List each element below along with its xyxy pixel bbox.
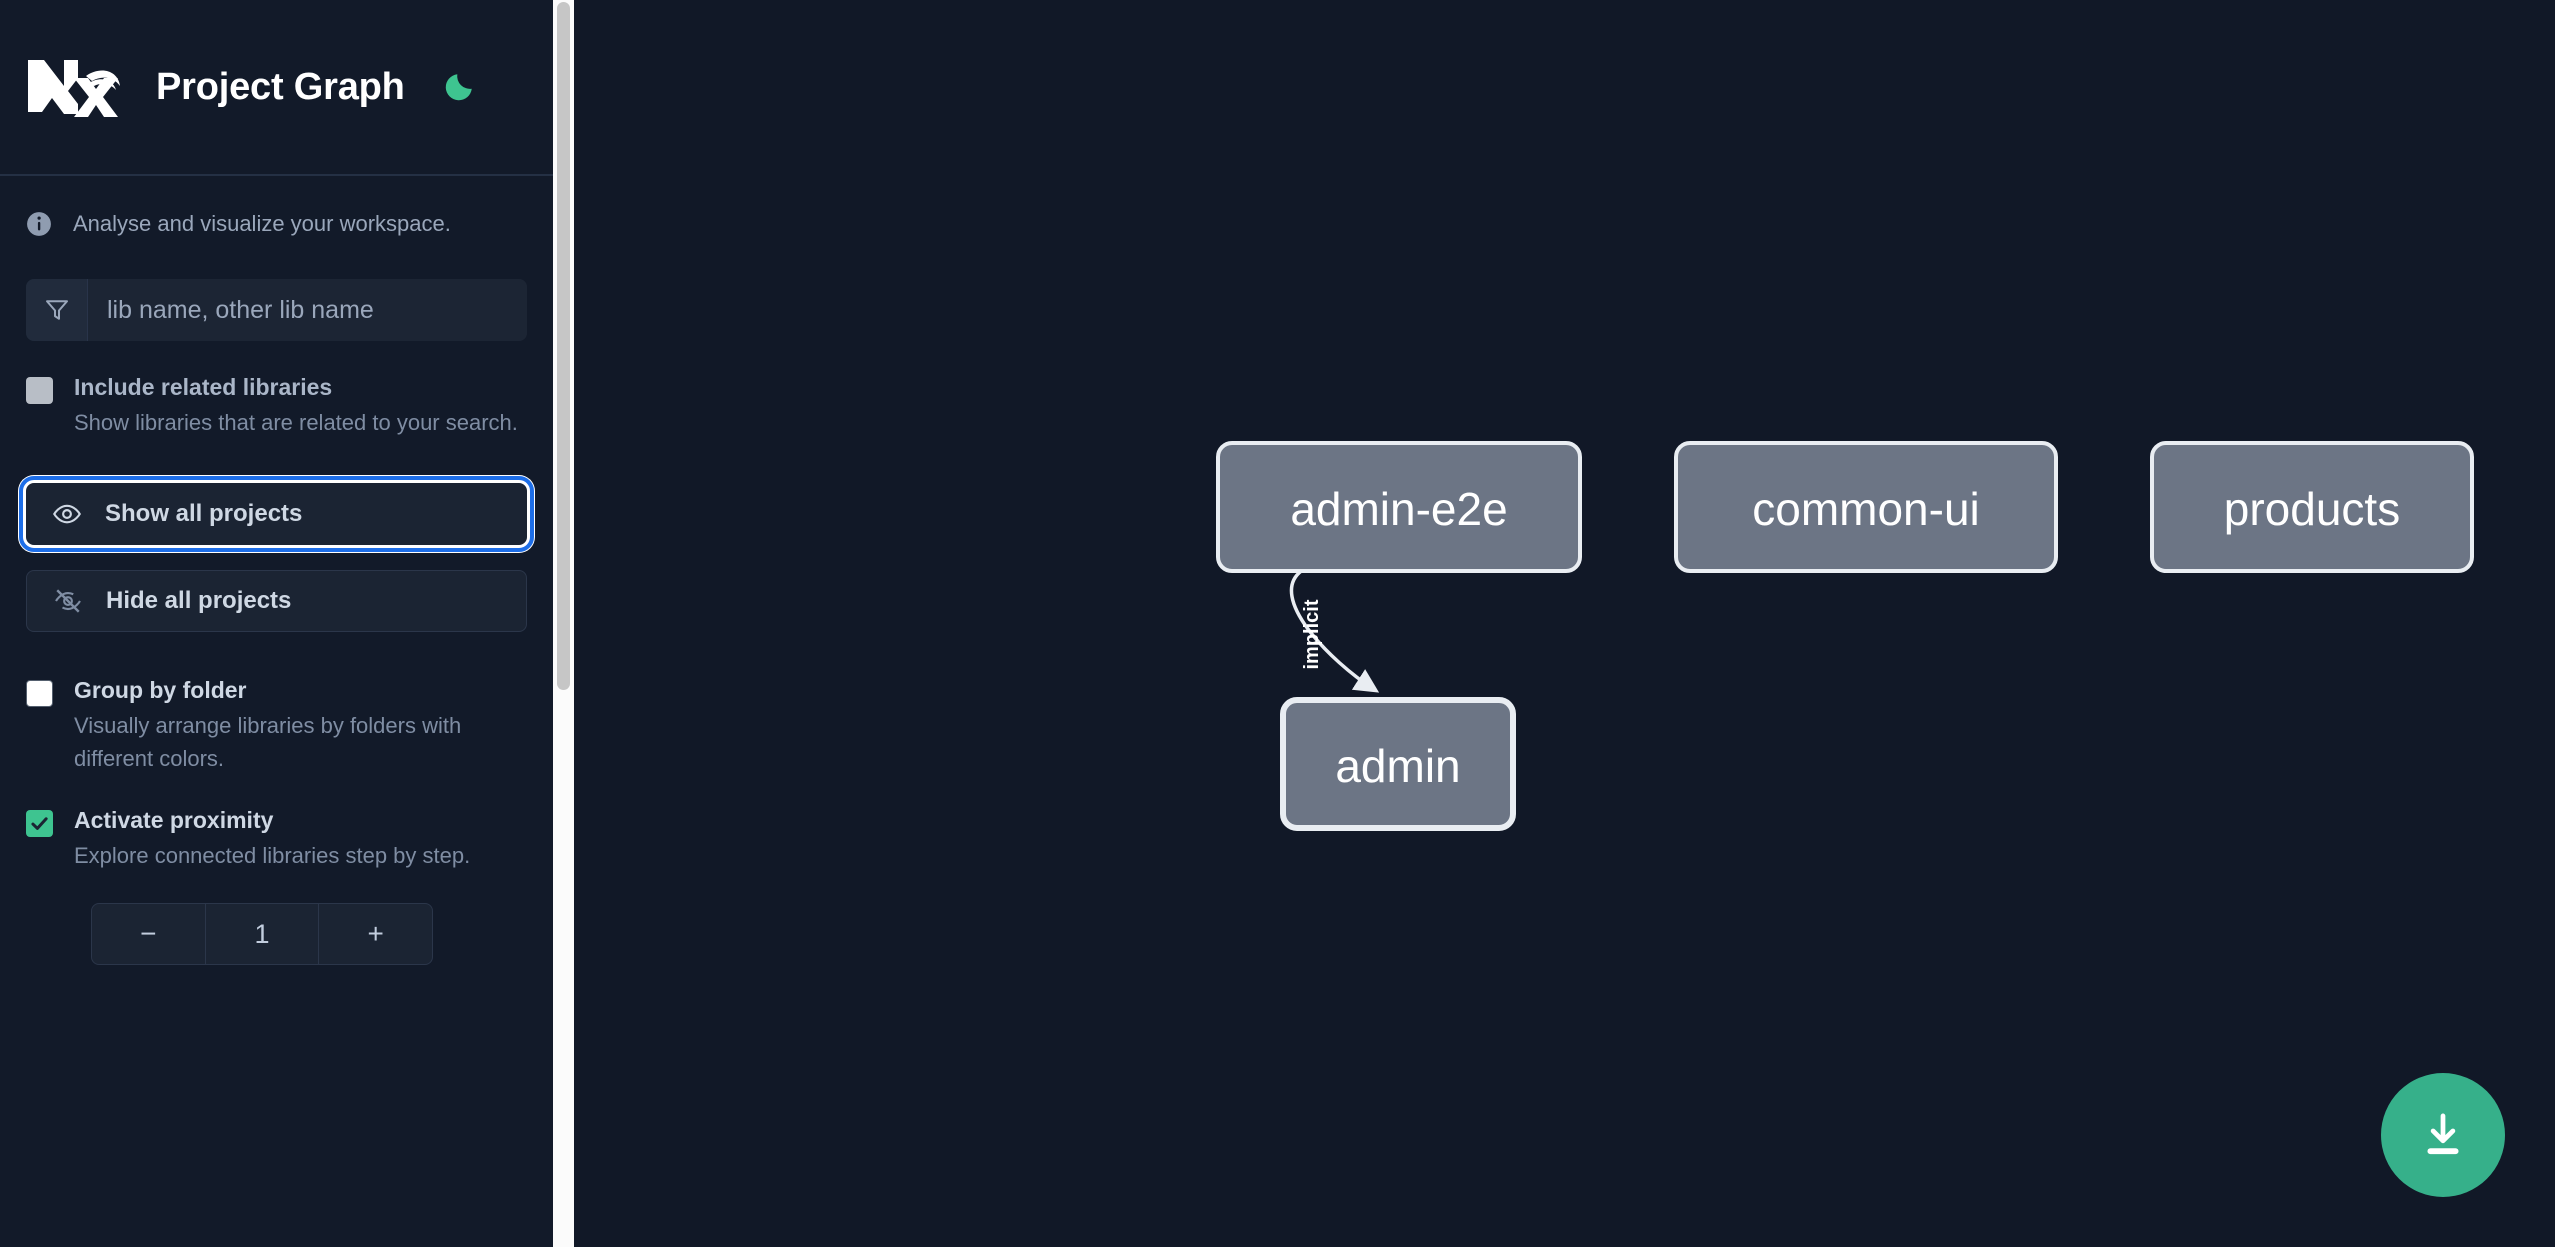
graph-node-label: common-ui <box>1752 483 1980 535</box>
info-banner: Analyse and visualize your workspace. <box>0 176 553 271</box>
eye-off-icon <box>52 585 84 617</box>
check-icon <box>31 817 48 830</box>
sidebar-scrollbar-thumb[interactable] <box>557 2 570 690</box>
option-description: Show libraries that are related to your … <box>74 410 518 435</box>
graph-nodes: admin-e2ecommon-uiproductsstore-e2eadmin… <box>1216 441 2474 831</box>
graph-node-label: admin <box>1335 740 1460 792</box>
project-graph-svg: implicitimplicit admin-e2e common-ui produ… <box>1216 441 2474 831</box>
graph-edges: implicitimplicit <box>1289 569 1380 693</box>
nx-logo-icon <box>28 60 120 117</box>
funnel-glyph <box>45 300 68 320</box>
checkbox-include-related-libraries[interactable] <box>26 377 53 404</box>
option-label: Include related libraries <box>74 374 333 400</box>
graph-node[interactable]: common-ui <box>1674 441 2058 573</box>
visibility-button-group: Show all projects Hide all projects <box>19 476 534 632</box>
option-label: Activate proximity <box>74 807 274 833</box>
info-icon <box>27 211 51 236</box>
graph-node-box[interactable] <box>1280 697 1516 831</box>
graph-edge <box>1289 569 1380 693</box>
sidebar: Project Graph Analyse and visualize your… <box>0 0 553 1247</box>
show-all-projects-label: Show all projects <box>105 500 303 527</box>
option-group-by-folder[interactable]: Group by folder Visually arrange librari… <box>0 675 553 775</box>
option-label: Group by folder <box>74 677 247 703</box>
stepper-increment-button[interactable]: + <box>318 904 432 964</box>
search-filter <box>26 279 527 341</box>
stepper-decrement-button[interactable]: − <box>140 918 157 949</box>
page-title: Project Graph <box>156 65 405 108</box>
graph-canvas[interactable]: implicitimplicit admin-e2e common-ui produ… <box>553 0 2555 1247</box>
sidebar-header: Project Graph <box>0 0 553 176</box>
graph-edge-label: implicit <box>1301 599 1323 669</box>
moon-icon[interactable] <box>437 65 481 109</box>
option-text-block: Group by folder Visually arrange librari… <box>74 675 526 775</box>
graph-node[interactable]: admin-e2e <box>1216 441 1582 573</box>
hide-all-projects-button[interactable]: Hide all projects <box>26 570 527 632</box>
graph-node-box[interactable] <box>2150 441 2474 573</box>
option-description: Explore connected libraries step by step… <box>74 843 471 868</box>
graph-node[interactable]: admin <box>1280 697 1516 831</box>
eye-off-glyph <box>55 589 81 613</box>
graph-node-box[interactable] <box>1674 441 2058 573</box>
info-banner-text: Analyse and visualize your workspace. <box>73 210 451 236</box>
option-activate-proximity[interactable]: Activate proximity Explore connected lib… <box>0 805 553 872</box>
download-icon <box>2427 1113 2459 1155</box>
graph-node[interactable]: products <box>2150 441 2474 573</box>
checkbox-group-by-folder[interactable] <box>26 680 53 707</box>
eye-icon <box>51 498 83 530</box>
option-description: Visually arrange libraries by folders wi… <box>74 713 462 771</box>
search-input[interactable] <box>88 279 527 341</box>
graph-node-label: products <box>2224 483 2400 535</box>
hide-all-projects-label: Hide all projects <box>106 587 292 614</box>
graph-node-box[interactable] <box>1216 441 1582 573</box>
download-graph-button[interactable] <box>2381 1073 2505 1197</box>
moon-glyph <box>445 74 472 101</box>
option-include-related-libraries[interactable]: Include related libraries Show libraries… <box>0 372 553 439</box>
stepper-value: 1 <box>204 904 319 964</box>
eye-glyph <box>53 504 81 524</box>
filter-funnel-icon <box>26 279 88 341</box>
option-text-block: Include related libraries Show libraries… <box>74 372 518 439</box>
show-all-projects-button[interactable]: Show all projects <box>19 476 534 552</box>
graph-node-label: admin-e2e <box>1290 483 1507 535</box>
option-text-block: Activate proximity Explore connected lib… <box>74 805 470 872</box>
proximity-depth-stepper: − 1 + <box>91 903 433 965</box>
checkbox-activate-proximity[interactable] <box>26 810 53 837</box>
